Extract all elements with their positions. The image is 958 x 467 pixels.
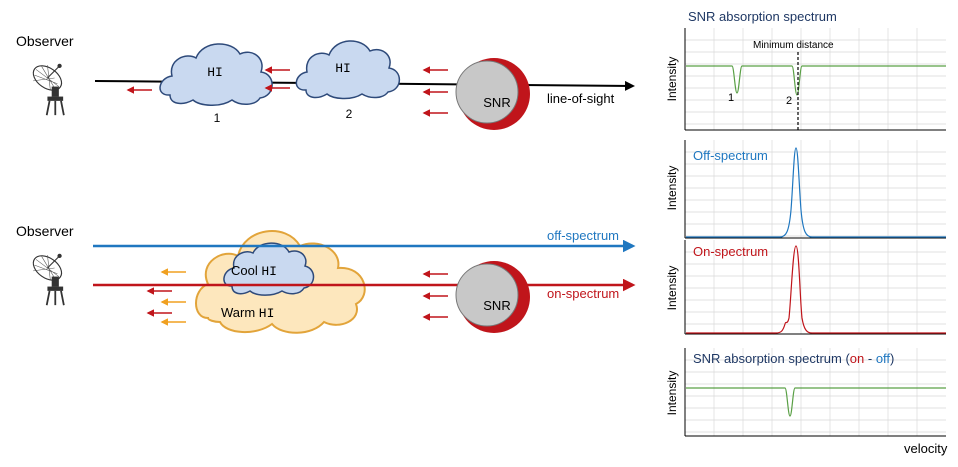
panel-3-ylabel: Intensity <box>665 266 679 311</box>
panel-snr-absorption-top: SNR absorption spectrum Intensity Minimu… <box>665 9 946 131</box>
snr-bottom-label: SNR <box>483 298 510 313</box>
cool-hi-label: Cool HI <box>231 263 277 279</box>
cloud-1-number: 1 <box>214 111 221 125</box>
top-scene: Observer HI 1 HI 2 SNR line-of-sight <box>16 33 635 130</box>
radio-telescope-icon <box>27 59 67 117</box>
cool-hi-cloud <box>223 242 315 296</box>
dip-1-label: 1 <box>728 92 734 104</box>
on-spectrum-label: on-spectrum <box>547 286 619 301</box>
observer-label-bottom: Observer <box>16 223 74 239</box>
on-spectrum-curve <box>686 245 946 334</box>
difference-spectrum-line <box>686 387 946 417</box>
panel-snr-absorption-bottom: Intensity SNR absorption spectrum (on - … <box>665 348 948 456</box>
bottom-scene: Observer Cool HI Warm HI off-spectrum on… <box>16 223 636 334</box>
panel-1-spectrum-line <box>686 65 946 96</box>
panel-2-ylabel: Intensity <box>665 166 679 211</box>
observer-label-top: Observer <box>16 33 74 49</box>
dip-2-label: 2 <box>786 95 792 107</box>
panel-4-ylabel: Intensity <box>665 371 679 416</box>
panel-4-title: SNR absorption spectrum (on - off) <box>693 351 894 366</box>
panel-1-ylabel: Intensity <box>665 57 679 102</box>
snr-bottom: SNR <box>455 261 530 333</box>
panel-1-grid <box>685 28 946 130</box>
panel-2-title: Off-spectrum <box>693 148 768 163</box>
off-spectrum-curve <box>686 147 946 238</box>
hi-cloud-2 <box>295 40 401 100</box>
cloud-2-label: HI <box>335 61 351 76</box>
off-spectrum-label: off-spectrum <box>547 228 619 243</box>
minimum-distance-label: Minimum distance <box>753 40 834 51</box>
warm-hi-label: Warm HI <box>221 305 274 321</box>
cloud-2-number: 2 <box>346 107 353 121</box>
radio-telescope-icon <box>27 249 67 307</box>
hi-cloud-1 <box>159 43 273 106</box>
panel-3-grid <box>685 240 946 334</box>
panel-4-grid <box>685 348 946 436</box>
panel-3-title: On-spectrum <box>693 244 768 259</box>
panel-2-grid <box>685 140 946 238</box>
line-of-sight-label: line-of-sight <box>547 91 615 106</box>
panel-off-spectrum: Intensity Off-spectrum <box>665 140 946 239</box>
snr-top: SNR <box>455 58 530 130</box>
panel-on-spectrum: Intensity On-spectrum <box>665 240 946 335</box>
cloud-1-label: HI <box>207 65 223 80</box>
snr-top-label: SNR <box>483 95 510 110</box>
panel-1-title: SNR absorption spectrum <box>688 9 837 24</box>
x-axis-label-velocity: velocity <box>904 441 948 456</box>
